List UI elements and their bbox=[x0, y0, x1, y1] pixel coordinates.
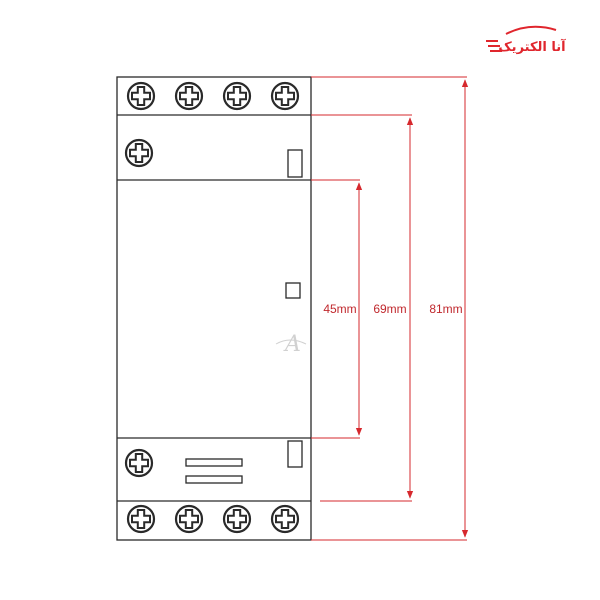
bottom-screw-terminal-icon bbox=[126, 504, 156, 534]
dimension-lines bbox=[311, 76, 469, 541]
screw-terminals bbox=[124, 81, 300, 534]
device-outer-frame bbox=[116, 76, 312, 541]
bottom-screw-terminal-icon bbox=[174, 504, 204, 534]
top-screw-terminal-icon bbox=[126, 81, 156, 111]
lower-latch-slot bbox=[287, 440, 303, 468]
dim-45-label: 45mm bbox=[323, 302, 356, 316]
coil-screw-terminal-icon bbox=[124, 448, 154, 478]
contactor-body bbox=[116, 76, 312, 541]
logo-swoosh bbox=[505, 25, 557, 35]
label-bar bbox=[185, 475, 243, 484]
top-screw-terminal-icon bbox=[222, 81, 252, 111]
bottom-screw-terminal-icon bbox=[222, 504, 252, 534]
label-bar bbox=[185, 458, 243, 467]
status-window bbox=[285, 282, 301, 299]
bottom-screw-terminal-icon bbox=[270, 504, 300, 534]
brand-logo: آنا الکتریک bbox=[486, 25, 566, 55]
coil-screw-terminal-icon bbox=[124, 138, 154, 168]
watermark-letter: A bbox=[283, 332, 301, 357]
watermark-logo: A bbox=[275, 332, 307, 357]
logo-text: آنا الکتریک bbox=[498, 38, 566, 55]
top-screw-terminal-icon bbox=[270, 81, 300, 111]
upper-latch-slot bbox=[287, 149, 303, 178]
dim-69-label: 69mm bbox=[373, 302, 406, 316]
dim-81-label: 81mm bbox=[429, 302, 462, 316]
watermark-swoosh bbox=[275, 339, 307, 345]
top-screw-terminal-icon bbox=[174, 81, 204, 111]
